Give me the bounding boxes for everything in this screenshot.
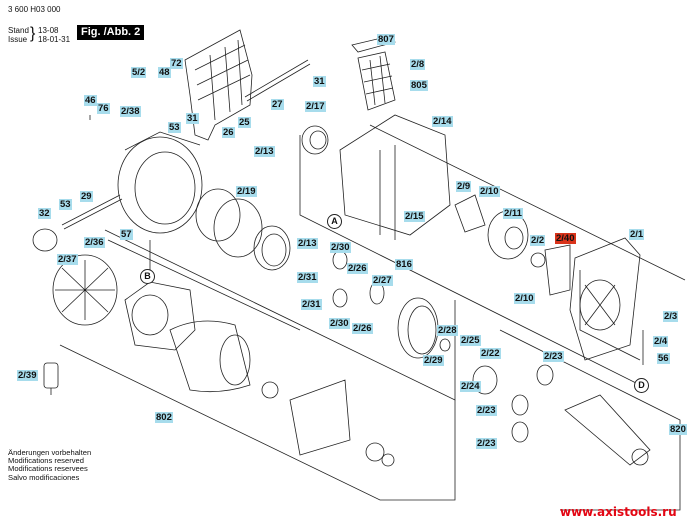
issue-value: 18-01-31 (38, 35, 71, 44)
part-label-2-24[interactable]: 2/24 (460, 381, 481, 392)
part-label-46[interactable]: 46 (84, 95, 97, 106)
pump-housing (339, 114, 451, 236)
part-label-2-19[interactable]: 2/19 (236, 186, 257, 197)
part-label-31[interactable]: 31 (186, 113, 199, 124)
part-label-2-23b[interactable]: 2/23 (476, 405, 497, 416)
part-label-2-8[interactable]: 2/8 (410, 59, 426, 70)
document-number: 3 600 H03 000 (8, 5, 61, 14)
part-label-2-37[interactable]: 2/37 (57, 254, 78, 265)
part-label-76[interactable]: 76 (97, 103, 110, 114)
note-line: Modifications reservees (8, 464, 88, 474)
guide-line (59, 344, 456, 501)
disc-2-24 (472, 365, 498, 395)
connector-d: D (634, 378, 649, 393)
o-ring (195, 188, 241, 242)
note-line: Änderungen vorbehalten (8, 448, 92, 457)
part-label-2-36[interactable]: 2/36 (84, 237, 105, 248)
part-label-2-3[interactable]: 2/3 (663, 311, 679, 322)
part-label-2-9[interactable]: 2/9 (456, 181, 472, 192)
part-label-2-40-highlighted[interactable]: 2/40 (555, 233, 576, 244)
part-label-2-29[interactable]: 2/29 (423, 355, 444, 366)
armature (289, 379, 351, 456)
part-label-2-26b[interactable]: 2/26 (352, 323, 373, 334)
part-label-2-26[interactable]: 2/26 (347, 263, 368, 274)
part-label-31b[interactable]: 31 (313, 76, 326, 87)
stand-label: Stand (8, 26, 29, 35)
part-label-2-11[interactable]: 2/11 (503, 208, 523, 219)
figure-label: Fig. /Abb. 2 (77, 25, 145, 40)
part-label-72[interactable]: 72 (170, 58, 183, 69)
part-label-807[interactable]: 807 (377, 34, 395, 45)
part-label-29[interactable]: 29 (80, 191, 93, 202)
gasket-2-9 (454, 194, 486, 233)
part-label-2-15[interactable]: 2/15 (404, 211, 425, 222)
part-label-5-2[interactable]: 5/2 (131, 67, 147, 78)
gasket-2-40 (544, 244, 571, 296)
motor-bracket (117, 136, 203, 234)
part-label-2-38[interactable]: 2/38 (120, 106, 141, 117)
part-label-2-10b[interactable]: 2/10 (514, 293, 535, 304)
connector-a: A (327, 214, 342, 229)
part-label-2-39[interactable]: 2/39 (17, 370, 38, 381)
part-label-2-10[interactable]: 2/10 (479, 186, 500, 197)
part-label-25[interactable]: 25 (238, 117, 251, 128)
part-label-48[interactable]: 48 (158, 67, 171, 78)
part-label-2-30b[interactable]: 2/30 (329, 318, 350, 329)
issue-label: Issue (8, 35, 28, 44)
website-watermark[interactable]: www.axistools.ru (560, 505, 677, 519)
main-housing (569, 237, 641, 361)
part-label-820[interactable]: 820 (669, 424, 687, 435)
part-label-2-27[interactable]: 2/27 (372, 275, 393, 286)
part-label-2-13[interactable]: 2/13 (254, 146, 275, 157)
guide-line (104, 229, 456, 401)
part-label-2-1[interactable]: 2/1 (629, 229, 645, 240)
ring-seal (253, 225, 291, 271)
part-label-805[interactable]: 805 (410, 80, 428, 91)
part-label-2-4[interactable]: 2/4 (653, 336, 669, 347)
part-label-2-2[interactable]: 2/2 (530, 235, 546, 246)
part-label-2-14[interactable]: 2/14 (432, 116, 453, 127)
part-label-2-23[interactable]: 2/23 (543, 351, 564, 362)
connector-b: B (140, 269, 155, 284)
part-label-2-31b[interactable]: 2/31 (301, 299, 322, 310)
modification-notes: Änderungen vorbehalten Modifications res… (8, 448, 92, 482)
part-label-2-30[interactable]: 2/30 (330, 242, 351, 253)
filter-grid (357, 51, 396, 111)
part-label-53[interactable]: 53 (168, 122, 181, 133)
output-shaft (564, 394, 651, 466)
part-label-56[interactable]: 56 (657, 353, 670, 364)
part-label-26[interactable]: 26 (222, 127, 235, 138)
note-line: Modifications reserved (8, 456, 84, 466)
fan (52, 254, 118, 326)
stator (169, 320, 251, 393)
cap-2-17 (301, 125, 329, 155)
part-label-2-22[interactable]: 2/22 (480, 348, 501, 359)
note-line: Salvo modificaciones (8, 472, 80, 482)
part-label-802[interactable]: 802 (155, 412, 173, 423)
rod (244, 59, 311, 102)
part-label-27[interactable]: 27 (271, 99, 284, 110)
part-label-2-28[interactable]: 2/28 (437, 325, 458, 336)
shaft (61, 194, 123, 230)
part-label-816[interactable]: 816 (395, 259, 413, 270)
part-label-2-23c[interactable]: 2/23 (476, 438, 497, 449)
part-label-32[interactable]: 32 (38, 208, 51, 219)
brace-icon: } (30, 25, 36, 42)
part-label-57[interactable]: 57 (120, 229, 133, 240)
bearing-shield (124, 281, 196, 351)
part-label-2-31[interactable]: 2/31 (297, 272, 318, 283)
grill-cover (184, 29, 253, 141)
part-label-2-17[interactable]: 2/17 (305, 101, 326, 112)
stand-value: 13-08 (38, 26, 59, 35)
part-label-2-13b[interactable]: 2/13 (297, 238, 318, 249)
part-label-53b[interactable]: 53 (59, 199, 72, 210)
part-label-2-25[interactable]: 2/25 (460, 335, 481, 346)
end-cap (32, 228, 58, 252)
capacitor (43, 362, 59, 389)
